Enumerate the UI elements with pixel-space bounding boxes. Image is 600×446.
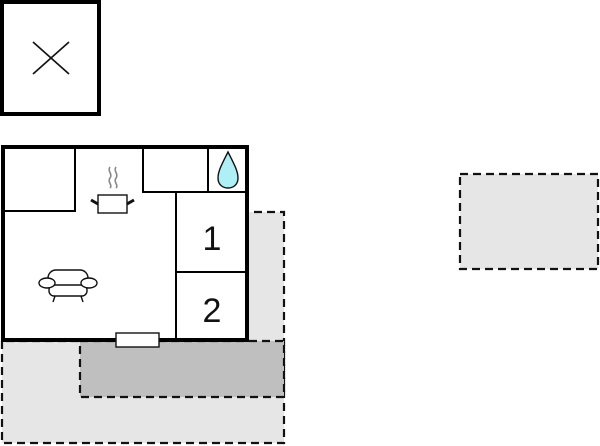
- no-access-box: [0, 0, 101, 116]
- sofa-icon: [38, 269, 98, 303]
- outdoor-area: [458, 172, 600, 271]
- room-label-2: 2: [203, 292, 222, 330]
- room-label-1: 1: [203, 220, 222, 258]
- cooking-pot-icon: [90, 166, 135, 214]
- covered-terrace: [78, 339, 286, 399]
- house-outline: [1, 145, 249, 342]
- entrance-door: [115, 332, 160, 348]
- interior-walls: [3, 147, 247, 340]
- no-access-x-icon: [32, 41, 70, 75]
- water-drop-icon: [217, 150, 239, 189]
